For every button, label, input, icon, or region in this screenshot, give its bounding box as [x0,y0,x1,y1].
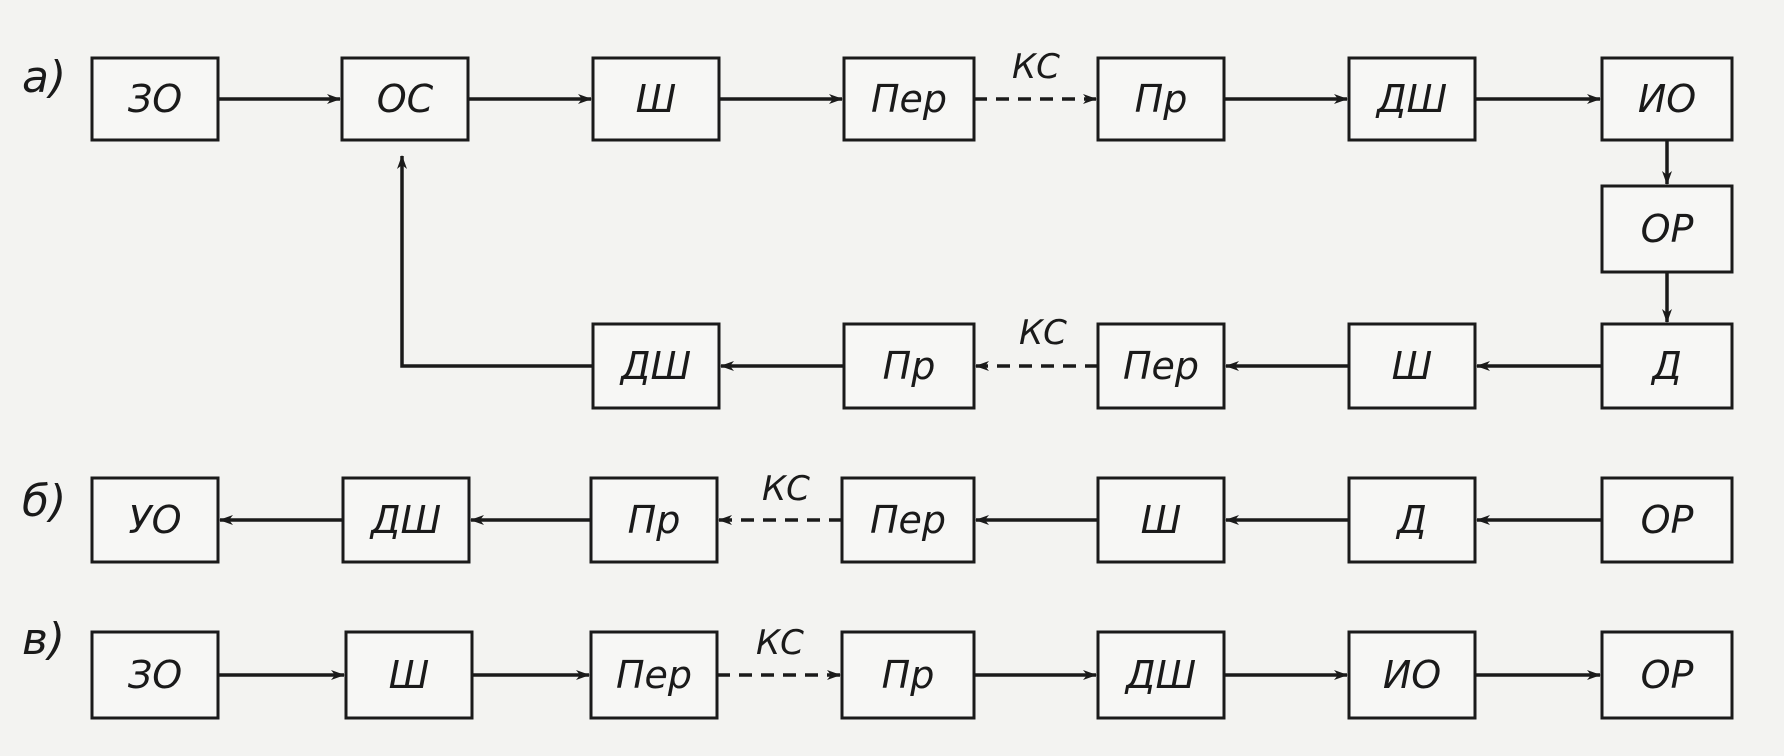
svg-text:Ш: Ш [1392,344,1433,388]
block-v-dsh: ДШ [1096,630,1226,720]
block-v-sh: Ш [344,630,474,720]
svg-text:Пер: Пер [1123,344,1199,388]
svg-text:Д: Д [1395,498,1427,542]
svg-text:Ш: Ш [389,653,430,697]
svg-text:ДШ: ДШ [369,498,441,542]
block-b-dsh: ДШ [341,476,471,564]
block-a-pr-bottom: Пр [842,322,976,410]
svg-text:Ш: Ш [636,77,677,121]
svg-text:Пр: Пр [883,344,936,388]
svg-text:ЗО: ЗО [128,653,182,697]
block-v-pr: Пр [840,630,976,720]
block-a-per-top: Пер [842,56,976,142]
block-b-per: Пер [840,476,976,564]
channel-label-a-bottom: КС [1019,313,1067,353]
block-a-d: Д [1600,322,1734,410]
svg-text:ДШ: ДШ [1124,653,1196,697]
svg-text:ДШ: ДШ [619,344,691,388]
block-v-io: ИО [1347,630,1477,720]
block-a-sh-top: Ш [591,56,721,142]
block-b-d: Д [1347,476,1477,564]
row-label-a: а) [22,52,66,103]
block-a-pr-top: Пр [1096,56,1226,142]
svg-text:Пер: Пер [616,653,692,697]
svg-text:ИО: ИО [1638,77,1696,121]
svg-text:ОР: ОР [1641,207,1694,251]
svg-text:Пр: Пр [882,653,935,697]
block-v-zo: ЗО [90,630,220,720]
svg-text:ОР: ОР [1641,653,1694,697]
block-a-sh-bottom: Ш [1347,322,1477,410]
row-label-b: б) [22,476,66,527]
block-a-per-bottom: Пер [1096,322,1226,410]
block-v-per: Пер [589,630,719,720]
svg-text:Ш: Ш [1141,498,1182,542]
svg-text:Пер: Пер [870,498,946,542]
svg-text:ОР: ОР [1641,498,1694,542]
block-b-pr: Пр [589,476,719,564]
svg-text:ИО: ИО [1383,653,1441,697]
svg-text:Пр: Пр [1135,77,1188,121]
block-b-uo: УО [90,476,220,564]
block-a-dsh-bottom: ДШ [591,322,721,410]
block-a-io: ИО [1600,56,1734,142]
svg-text:Пер: Пер [871,77,947,121]
row-label-v: в) [22,614,65,665]
channel-label-b: КС [762,469,810,509]
block-v-or: ОР [1600,630,1734,720]
block-a-dsh-top: ДШ [1347,56,1477,142]
channel-label-v: КС [756,623,804,663]
svg-text:Д: Д [1650,344,1682,388]
block-b-sh: Ш [1096,476,1226,564]
block-b-or: ОР [1600,476,1734,564]
svg-text:ОС: ОС [377,77,434,121]
block-a-or: ОР [1600,184,1734,274]
block-a-zo: ЗО [90,56,220,142]
svg-text:ДШ: ДШ [1375,77,1447,121]
svg-text:УО: УО [128,498,181,542]
channel-label-a-top: КС [1012,47,1060,87]
block-a-os: ОС [340,56,470,142]
svg-text:Пр: Пр [628,498,681,542]
feedback-arrow-a [397,155,593,368]
svg-text:ЗО: ЗО [128,77,182,121]
